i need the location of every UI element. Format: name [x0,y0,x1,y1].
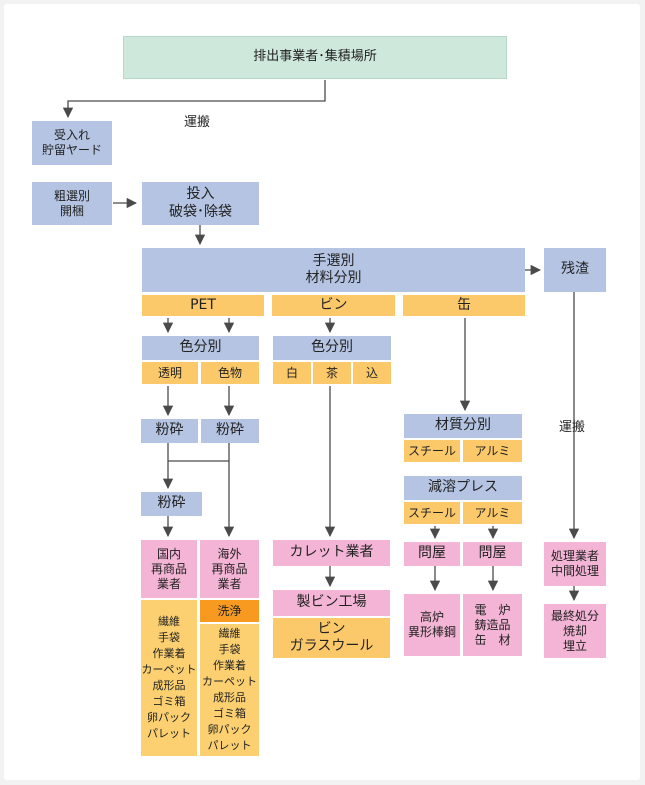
can-press-box: 減溶プレス [404,476,522,500]
transport-label-2: 運搬 [559,420,586,435]
pet-domestic-products-box: 繊維 手袋 作業着 カーペット 成形品 ゴミ箱 卵パック パレット [141,600,197,756]
receive-yard-box: 受入れ 貯留ヤード [32,121,112,165]
pet-domestic-recycler-box: 国内 再商品 業者 [141,540,197,598]
hand-sort-box: 手選別 材料分別 [142,248,525,292]
pet-colored-box: 色物 [201,362,259,384]
pet-header: PET [142,295,264,316]
residue-box: 残渣 [544,248,606,292]
pet-crush-box-2: 粉砕 [201,419,259,443]
input-box: 投入 破袋･除袋 [142,182,259,225]
pet-clear-box: 透明 [142,362,198,384]
pet-color-sort-box: 色分別 [142,336,259,360]
treatment-box: 処理業者 中間処理 [544,542,606,586]
pet-wash-box: 洗浄 [200,600,259,622]
bottle-color-sort-box: 色分別 [273,336,391,360]
bottle-white-box: 白 [273,362,311,384]
bottle-mixed-box: 込 [353,362,391,384]
can-dealer-box-2: 問屋 [463,542,522,566]
can-alumi-products-box: 電 炉 鋳造品 缶 材 [463,594,522,656]
pet-overseas-recycler-box: 海外 再商品 業者 [200,540,259,598]
can-alumi-box-1: アルミ [463,440,522,462]
bottle-products-box: ビン ガラスウール [273,618,390,658]
can-material-sort-box: 材質分別 [404,414,522,438]
can-header: 缶 [403,295,525,316]
can-alumi-box-2: アルミ [463,502,522,524]
cullet-dealer-box: カレット業者 [273,540,390,566]
arrow-top-to-receive [62,80,326,119]
can-steel-box-2: スチール [404,502,460,524]
pet-overseas-products-box: 繊維 手袋 作業着 カーペット 成形品 ゴミ箱 卵パック パレット [200,624,259,756]
bottle-factory-box: 製ビン工場 [273,590,390,616]
pet-crush-box-3: 粉砕 [141,492,202,516]
rough-sort-box: 粗選別 開梱 [32,182,112,225]
discharger-box: 排出事業者･集積場所 [123,36,507,79]
bottle-header: ビン [272,295,395,316]
final-disposal-box: 最終処分 焼却 埋立 [544,604,606,658]
can-dealer-box-1: 問屋 [404,542,460,566]
bottle-brown-box: 茶 [313,362,351,384]
can-steel-box-1: スチール [404,440,460,462]
pet-crush-box-1: 粉砕 [141,419,198,443]
transport-label-1: 運搬 [184,115,211,130]
can-steel-products-box: 高炉 異形棒鋼 [404,594,460,656]
